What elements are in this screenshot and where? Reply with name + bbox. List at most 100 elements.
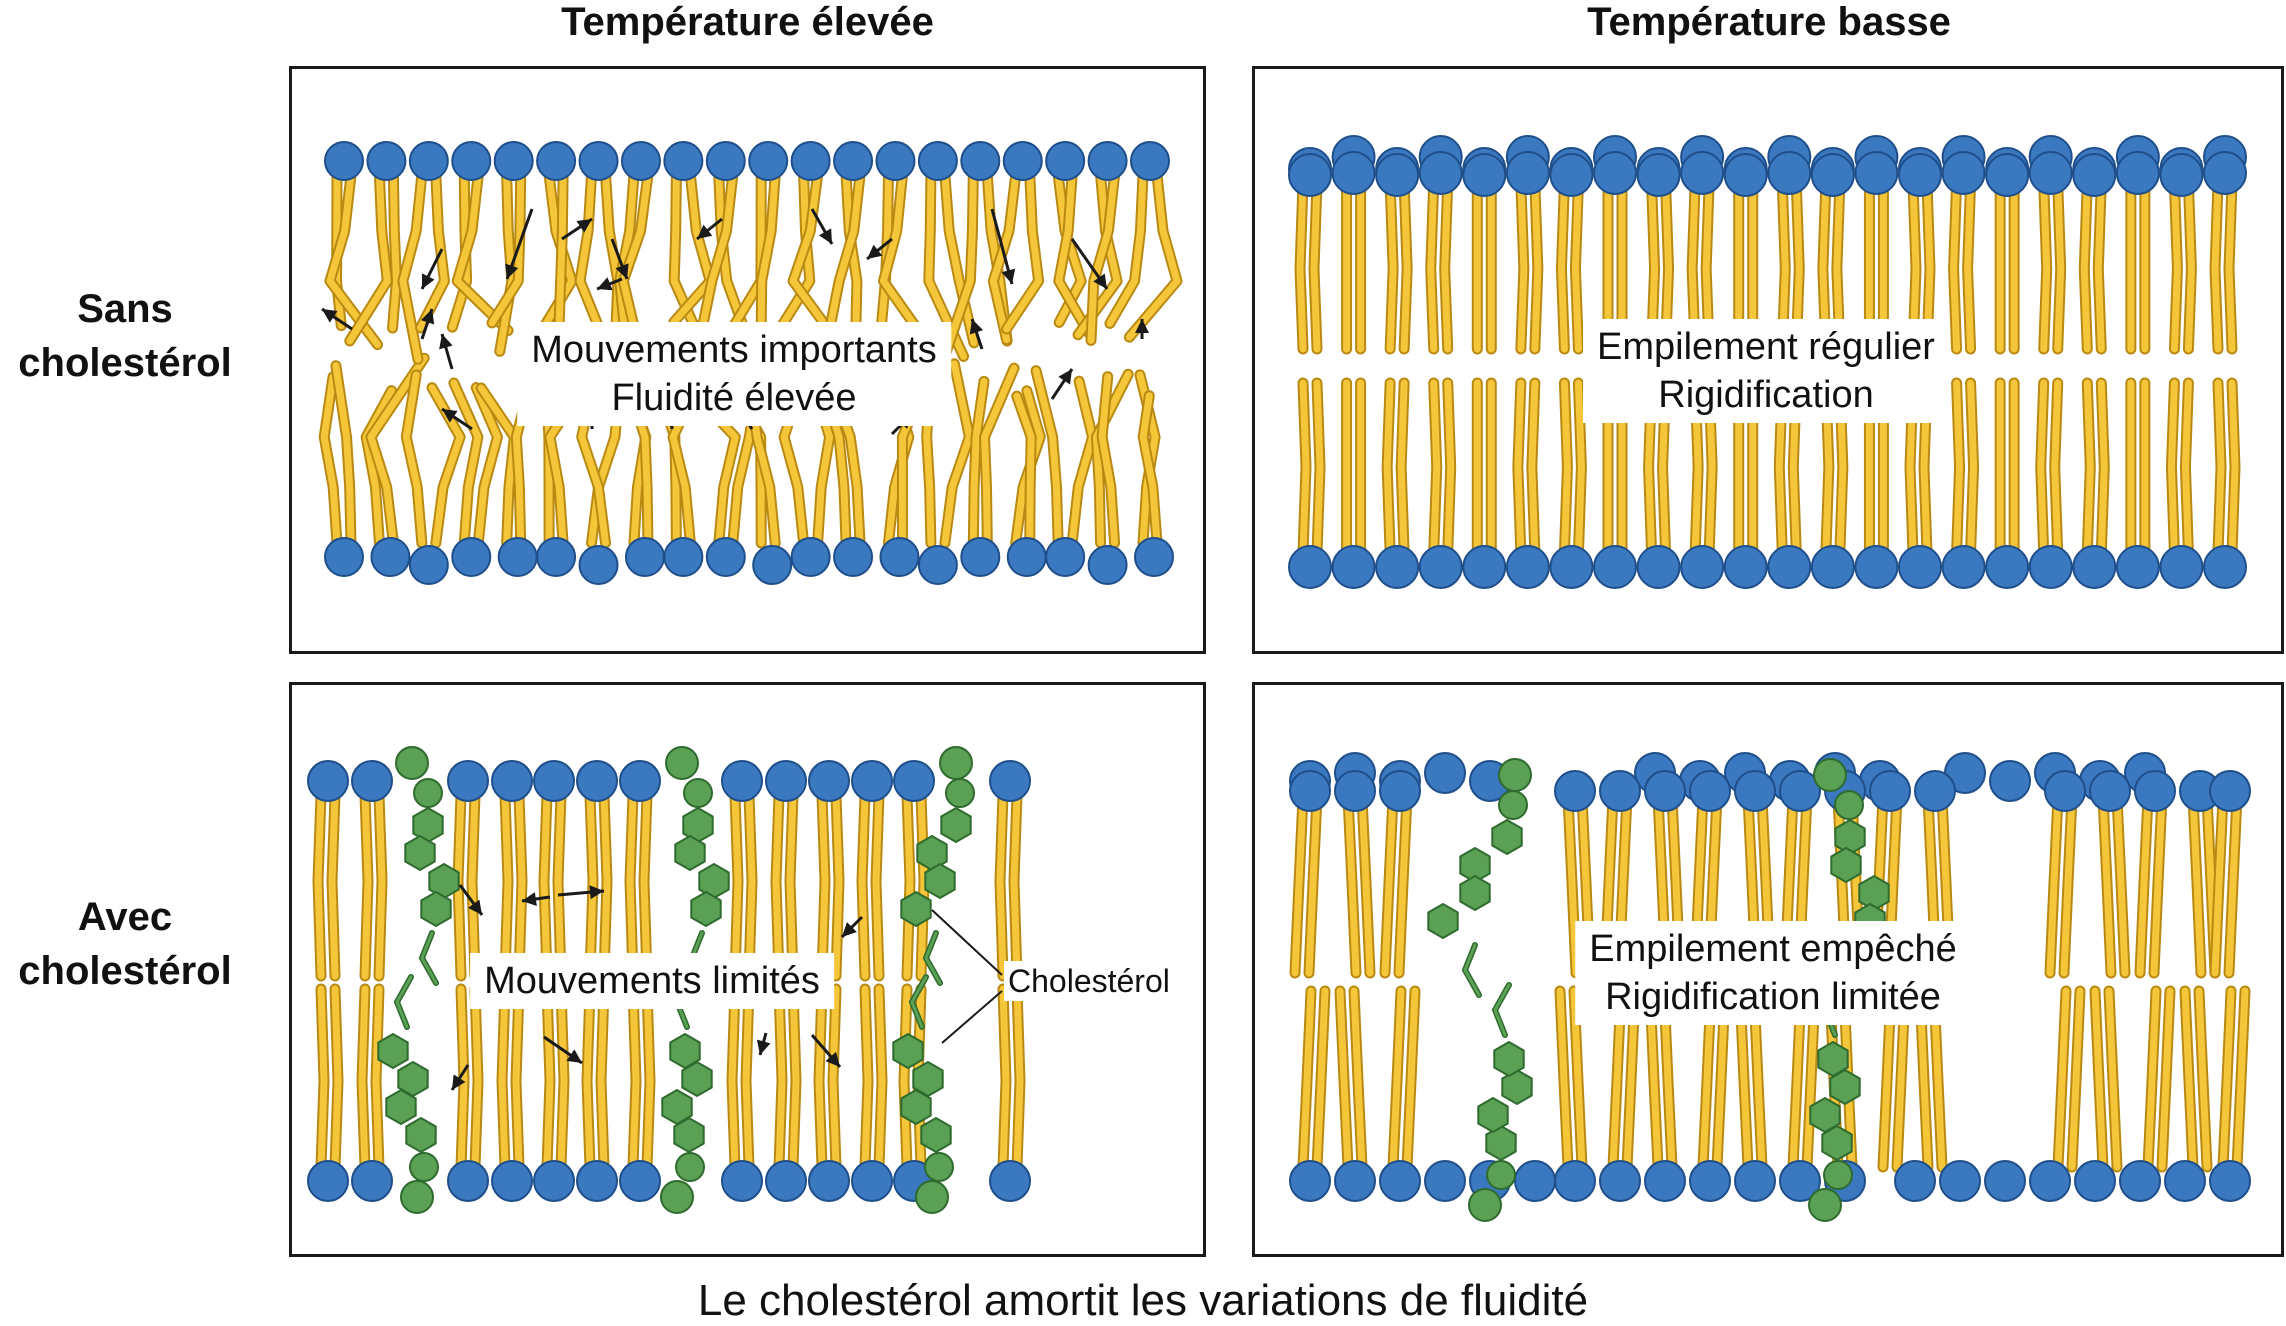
column-title-high-temperature: Température élevée xyxy=(561,0,934,44)
phospholipid-head xyxy=(1045,537,1086,577)
phospholipid-head xyxy=(576,1160,618,1202)
cholesterol-ring xyxy=(405,1116,437,1154)
phospholipid-head xyxy=(1680,545,1725,589)
lipid-tail xyxy=(1139,392,1161,547)
lipid-tail xyxy=(1336,987,1352,1171)
caption-line-fluidity: Fluidité élevée xyxy=(611,377,857,419)
phospholipid-head xyxy=(808,1160,850,1202)
lipid-tail xyxy=(1299,379,1310,557)
phospholipid-head xyxy=(491,1160,533,1202)
lipid-tail xyxy=(2225,179,2236,353)
column-title-low-temperature: Température basse xyxy=(1587,0,1951,44)
cholesterol-head xyxy=(413,778,443,808)
lipid-tail xyxy=(872,791,883,980)
lipid-tail xyxy=(1313,379,1324,557)
cholesterol-ring xyxy=(673,1116,705,1154)
cholesterol-ring xyxy=(1821,1124,1853,1162)
lipid-tail xyxy=(1531,179,1542,353)
phospholipid-head xyxy=(1985,153,2030,197)
phospholipid-head xyxy=(1331,545,1376,589)
phospholipid-head xyxy=(2072,153,2117,197)
lipid-tail xyxy=(789,171,840,343)
lipid-tail xyxy=(583,985,594,1171)
caption-line-limited-movements: Mouvements limités xyxy=(484,960,820,1002)
lipid-tail xyxy=(557,985,568,1171)
phospholipid-head xyxy=(2203,151,2247,195)
arrowhead xyxy=(1001,268,1016,284)
lipid-tail xyxy=(2167,379,2178,557)
lipid-tail xyxy=(1395,793,1411,977)
phospholipid-head xyxy=(1424,752,1466,794)
cholesterol-head xyxy=(945,778,975,808)
lipid-tail xyxy=(1964,179,1975,353)
lipid-tail xyxy=(875,985,886,1171)
cholesterol-ring xyxy=(920,1116,952,1154)
lipid-tail xyxy=(328,791,339,980)
phospholipid-head xyxy=(324,141,364,181)
lipid-tail xyxy=(900,985,911,1171)
phospholipid-head xyxy=(833,141,874,181)
lipid-tail xyxy=(2211,793,2227,977)
phospholipid-head xyxy=(370,537,411,577)
lipid-tail xyxy=(786,791,797,980)
arrowhead xyxy=(697,224,713,239)
lipid-tail xyxy=(1430,379,1441,557)
cholesterol-head xyxy=(924,1152,954,1182)
lipid-tail xyxy=(1310,179,1321,353)
phospholipid-head xyxy=(1334,770,1376,812)
lipid-tail xyxy=(2136,793,2152,977)
lipid-tail xyxy=(616,171,638,352)
cholesterol-head xyxy=(1498,790,1528,820)
lipid-tail xyxy=(1557,179,1568,353)
phospholipid-head xyxy=(1334,1160,1376,1202)
phospholipid-head xyxy=(1418,545,1463,589)
phospholipid-head xyxy=(748,141,789,181)
phospholipid-head xyxy=(790,141,831,181)
phospholipid-head xyxy=(351,760,393,802)
cholesterol-ring xyxy=(900,890,932,928)
phospholipid-head xyxy=(408,545,449,585)
phospholipid-head xyxy=(324,537,364,577)
phospholipid-head xyxy=(533,760,575,802)
phospholipid-head xyxy=(1689,770,1731,812)
phospholipid-head xyxy=(1599,1160,1641,1202)
lipid-tail xyxy=(2037,379,2048,557)
phospholipid-head xyxy=(1554,1160,1596,1202)
lipid-tail xyxy=(389,171,400,332)
panel-high-temp-with-cholesterol: Mouvements limités Cholestérol xyxy=(289,682,1206,1257)
lipid-tail xyxy=(512,985,523,1171)
arrowhead xyxy=(867,244,883,259)
phospholipid-head xyxy=(1045,141,1086,181)
phospholipid-head xyxy=(1869,770,1911,812)
lipid-tail xyxy=(332,362,355,547)
lipid-tail xyxy=(832,791,843,980)
lipid-tail xyxy=(670,171,714,326)
arrowhead xyxy=(818,228,832,244)
phospholipid-head xyxy=(533,1160,575,1202)
phospholipid-head xyxy=(2072,545,2117,589)
lipid-tail xyxy=(361,791,372,980)
phospholipid-head xyxy=(2115,151,2160,195)
lipid-tail xyxy=(903,791,914,980)
phospholipid-head xyxy=(1288,153,1332,197)
lipid-tail xyxy=(731,791,742,980)
cholesterol-head xyxy=(1468,1188,1502,1222)
lipid-tail xyxy=(2113,793,2129,977)
phospholipid-head xyxy=(663,537,704,577)
cholesterol-head xyxy=(1813,758,1847,792)
lipid-tail xyxy=(450,379,482,547)
cholesterol-head xyxy=(1498,758,1532,792)
cholesterol-ring xyxy=(1858,874,1890,912)
lipid-tail xyxy=(2046,793,2062,977)
lipid-tail xyxy=(346,171,391,345)
phospholipid-head xyxy=(497,537,538,577)
cholesterol-head xyxy=(1834,790,1864,820)
lipid-tail xyxy=(2184,179,2195,353)
cholesterol-head xyxy=(409,1152,439,1182)
phospholipid-head xyxy=(1505,545,1550,589)
lipid-tail xyxy=(2150,793,2166,977)
lipid-tail xyxy=(1441,179,1452,353)
phospholipid-head xyxy=(1462,545,1507,589)
lipid-tail xyxy=(969,377,988,547)
phospholipid-head xyxy=(2029,1160,2071,1202)
